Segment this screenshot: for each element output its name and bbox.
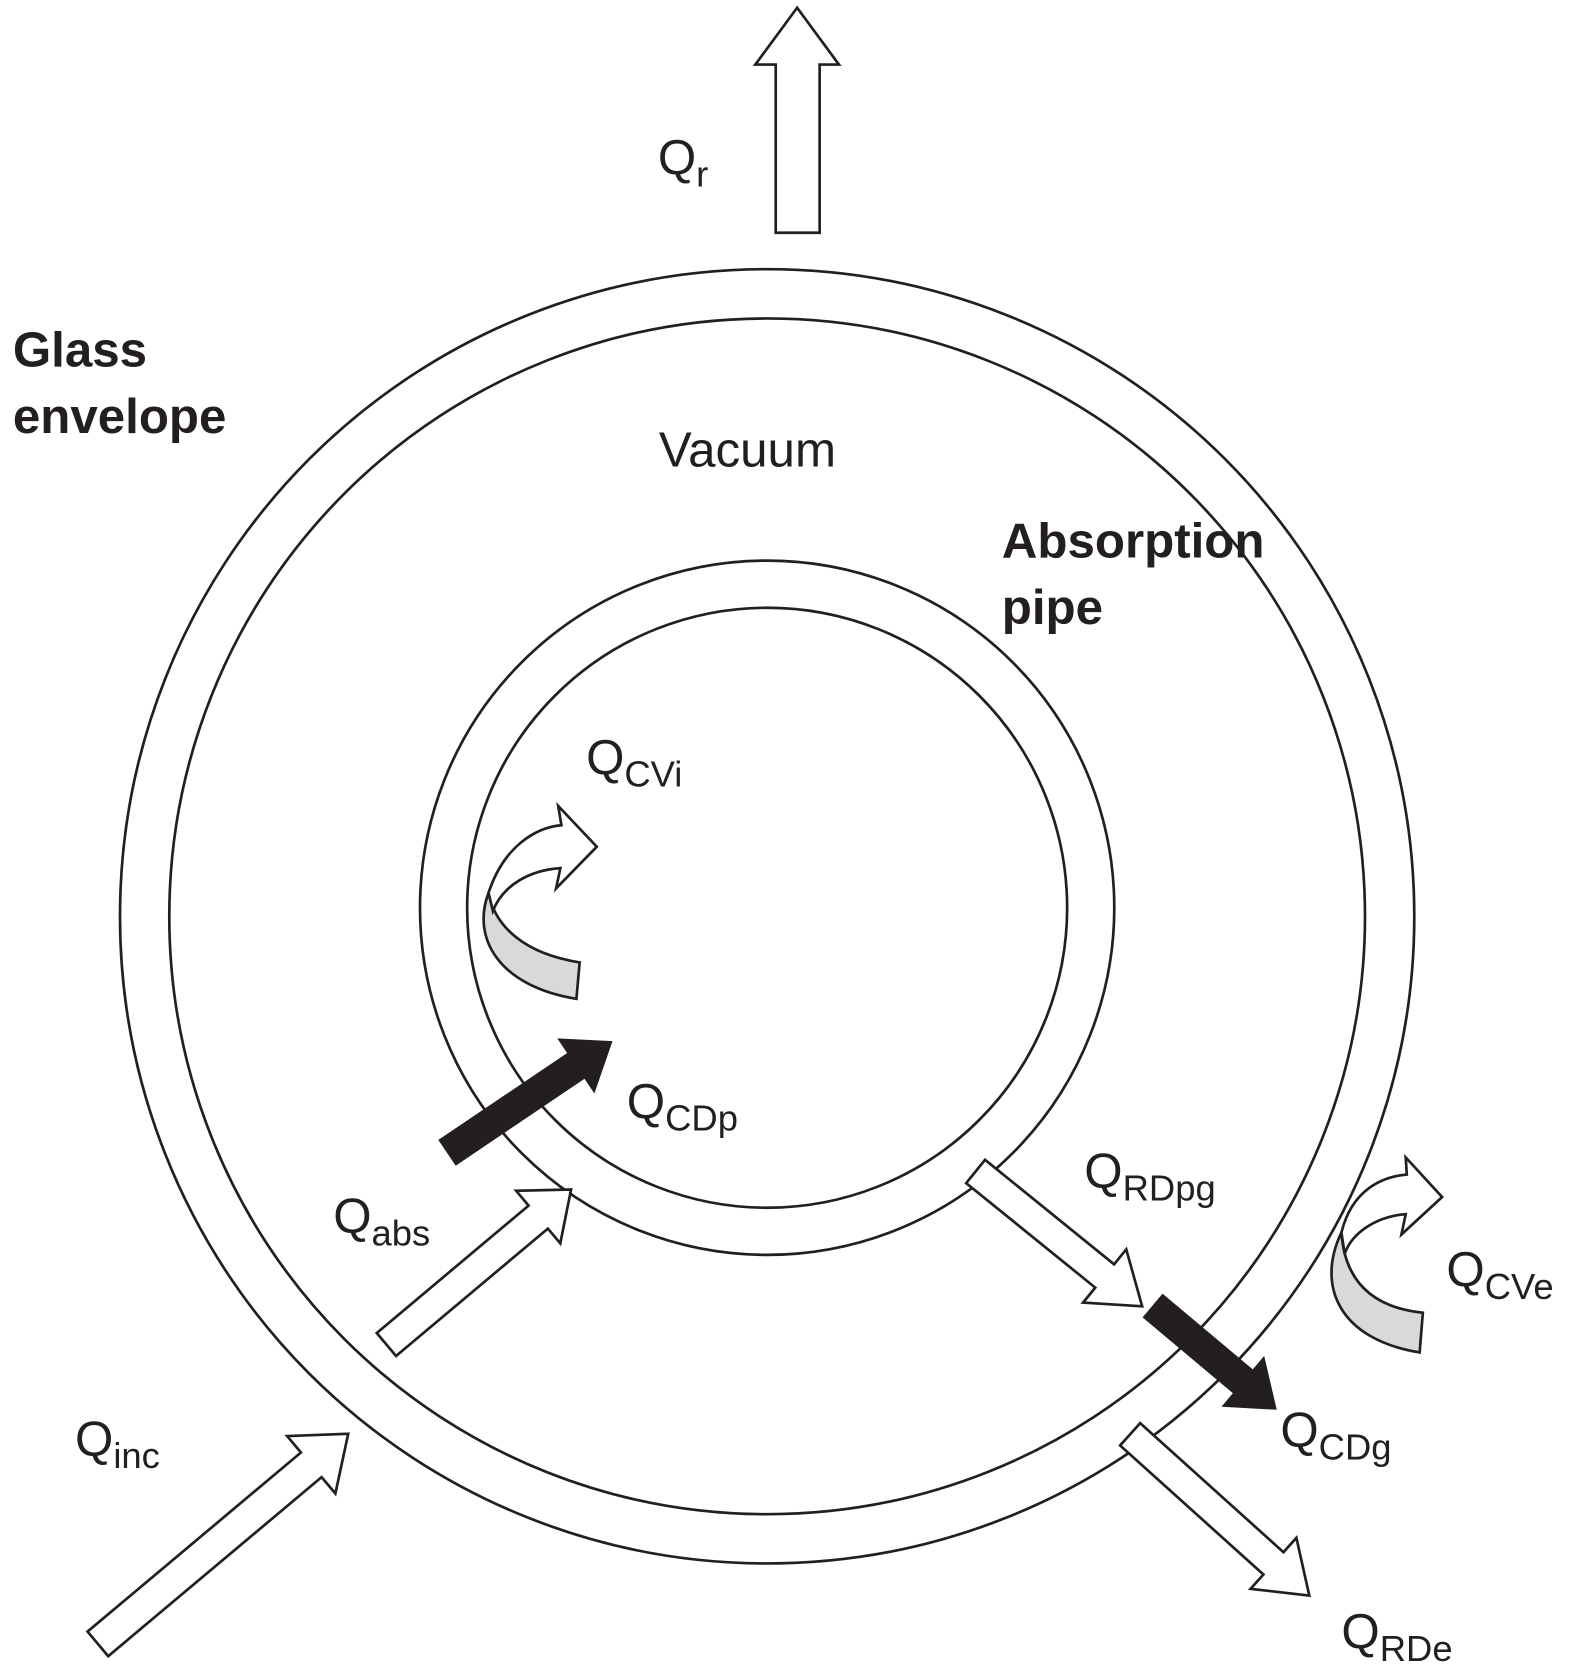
q-cdg-label: QCDg	[1280, 1403, 1391, 1468]
q-cve-convection-arrow	[1330, 1153, 1445, 1354]
q-rdpg-label: QRDpg	[1084, 1143, 1215, 1208]
q-inc-arrow	[85, 1432, 350, 1659]
glass-envelope-label-line1: Glass	[13, 323, 147, 378]
q-cvi-label: QCVi	[586, 730, 682, 795]
vacuum-label: Vacuum	[659, 422, 836, 477]
absorption-pipe-label-line2: pipe	[1002, 580, 1103, 635]
q-cdg-arrow	[1142, 1293, 1277, 1410]
q-cvi-convection-arrow	[482, 801, 599, 1001]
absorption-pipe-label-line1: Absorption	[1002, 513, 1265, 568]
glass-envelope-label-line2: envelope	[13, 389, 227, 444]
q-rde-arrow	[1118, 1421, 1312, 1598]
q-abs-arrow	[374, 1188, 573, 1358]
glass-envelope-outer-ring	[118, 267, 1416, 1565]
q-rdpg-arrow	[964, 1157, 1144, 1308]
glass-envelope-inner-ring	[167, 317, 1367, 1516]
absorption-pipe-inner-ring	[465, 606, 1069, 1210]
q-rde-label: QRDe	[1341, 1604, 1452, 1669]
q-r-label: Qr	[658, 130, 708, 195]
absorption-pipe-outer-ring	[418, 559, 1116, 1257]
q-inc-label: Qinc	[75, 1411, 160, 1476]
q-r-arrow	[752, 5, 842, 235]
q-abs-label: Qabs	[333, 1188, 430, 1253]
q-cdp-arrow	[438, 1038, 613, 1166]
q-cdp-label: QCDp	[627, 1074, 738, 1139]
q-cve-label: QCVe	[1446, 1242, 1553, 1307]
